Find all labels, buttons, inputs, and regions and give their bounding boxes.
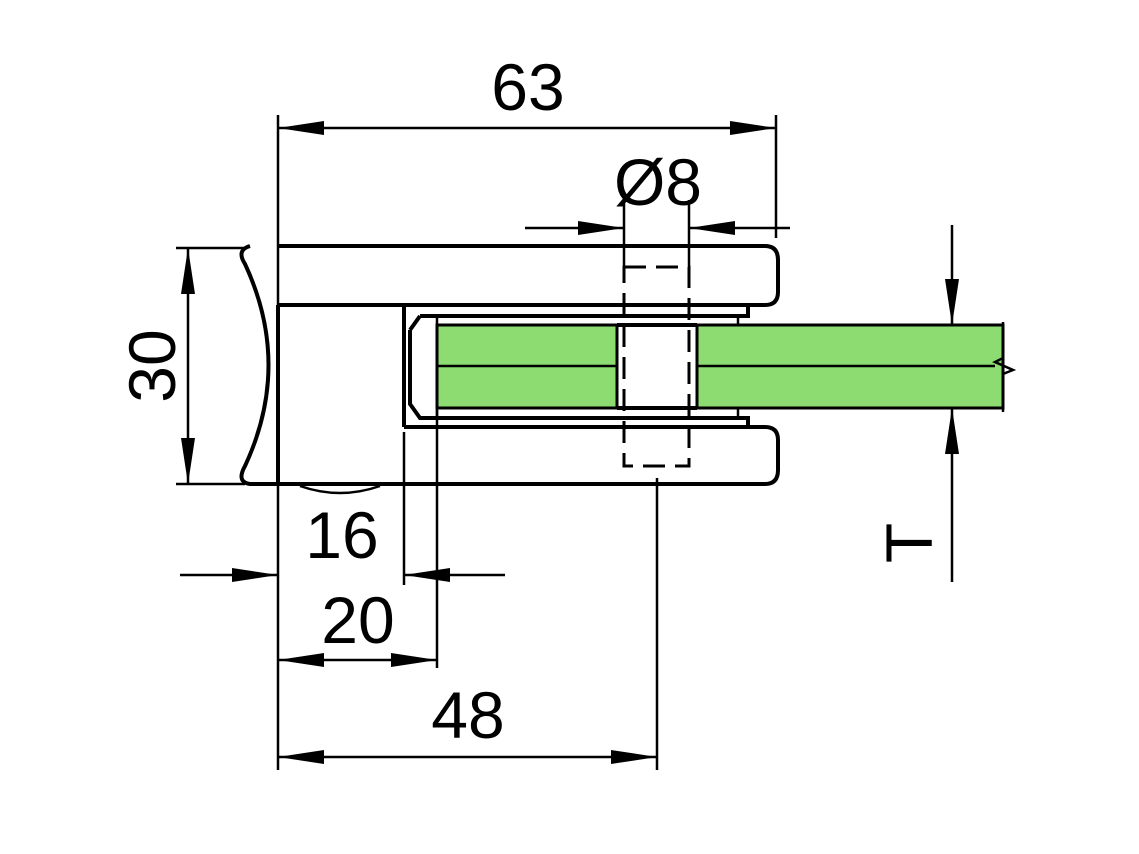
- dimension-label-48: 48: [431, 678, 504, 752]
- glass-panel: [435, 322, 1017, 412]
- dimension-63: 63: [276, 50, 778, 770]
- dimension-label-20: 20: [321, 583, 394, 657]
- dimension-bolt-diameter: Ø8: [525, 145, 790, 267]
- dimension-glass-thickness: T: [872, 225, 959, 582]
- dimension-20: 20: [278, 410, 439, 668]
- dimension-16: 16: [180, 432, 505, 585]
- dimension-label-30: 30: [115, 329, 189, 402]
- dimension-48: 48: [278, 478, 659, 770]
- dimension-label-16: 16: [305, 498, 378, 572]
- bolt-hidden-outline: [622, 265, 691, 468]
- dimension-label-diameter: Ø8: [614, 145, 702, 219]
- dimension-label-t: T: [872, 523, 946, 563]
- dimension-30: 30: [115, 246, 245, 486]
- dimension-label-63: 63: [491, 50, 564, 124]
